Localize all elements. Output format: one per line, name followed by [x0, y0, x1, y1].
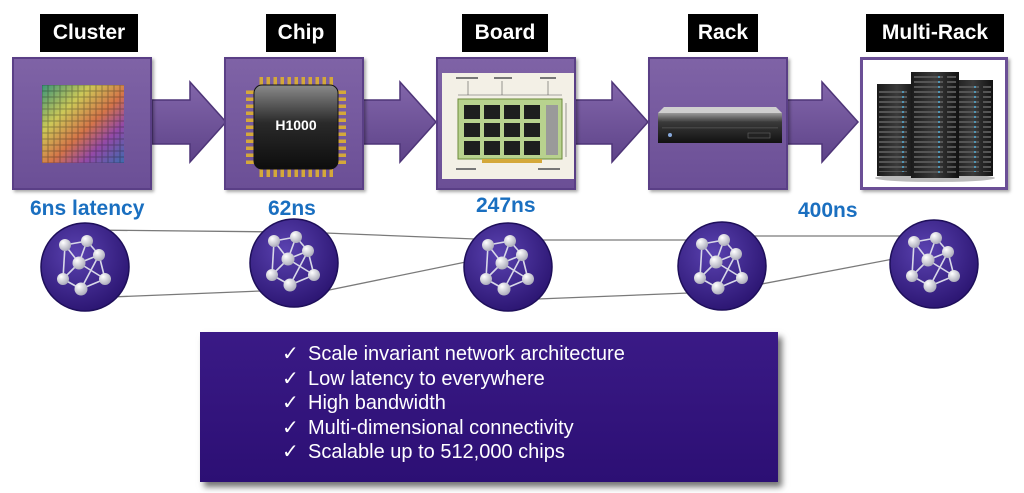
arrow-board-to-rack	[573, 80, 650, 164]
topology-node-board	[463, 222, 553, 312]
chip-label: H1000	[275, 117, 317, 133]
latency-board: 247ns	[476, 194, 536, 217]
stage-box-chip: H1000	[224, 57, 364, 190]
feature-item: ✓Scalable up to 512,000 chips	[282, 441, 565, 463]
check-icon: ✓	[282, 441, 299, 463]
arrow-rack-to-multirack	[785, 80, 860, 164]
stage-label-cluster: Cluster	[40, 14, 138, 52]
feature-item: ✓High bandwidth	[282, 392, 446, 414]
stage-box-board	[436, 57, 576, 190]
wafer-image	[42, 85, 124, 163]
check-icon: ✓	[282, 367, 299, 390]
arrow-cluster-to-chip	[151, 80, 228, 164]
features-box: ✓Scale invariant network architecture ✓L…	[200, 332, 778, 482]
stage-label-board: Board	[462, 14, 548, 52]
check-icon: ✓	[282, 343, 299, 365]
feature-item: ✓Low latency to everywhere	[282, 367, 545, 390]
latency-cluster: 6ns latency	[30, 197, 145, 220]
feature-item: ✓Multi-dimensional connectivity	[282, 416, 574, 439]
stage-label-chip: Chip	[266, 14, 336, 52]
stage-label-rack: Rack	[688, 14, 758, 52]
check-icon: ✓	[282, 416, 299, 439]
stage-label-multi-rack: Multi-Rack	[866, 14, 1004, 52]
check-icon: ✓	[282, 392, 299, 414]
chip-image	[246, 77, 346, 177]
topology-node-rack	[677, 221, 767, 311]
stage-box-cluster	[12, 57, 152, 190]
topology-node-chip	[249, 218, 339, 308]
board-image	[442, 73, 574, 179]
latency-chip: 62ns	[268, 197, 316, 220]
stage-box-multi-rack	[860, 57, 1008, 190]
topology-node-cluster	[40, 222, 130, 312]
feature-item: ✓Scale invariant network architecture	[282, 343, 625, 365]
latency-multi-rack: 400ns	[798, 199, 858, 222]
stage-box-rack	[648, 57, 788, 190]
arrow-chip-to-board	[361, 80, 438, 164]
server-racks-image	[875, 72, 995, 182]
topology-node-multi-rack	[889, 219, 979, 309]
rack-server-image	[658, 107, 782, 143]
